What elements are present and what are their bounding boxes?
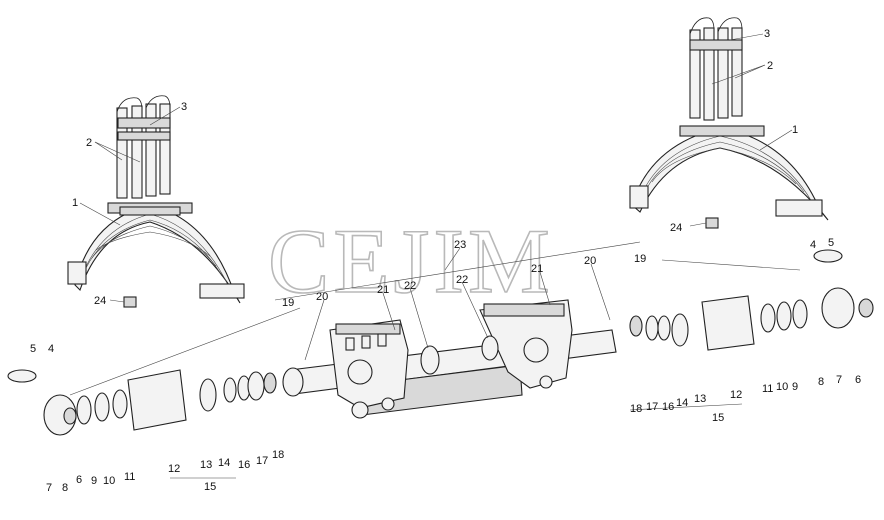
left-u-bolts	[116, 95, 171, 199]
label-7-right: 7	[836, 374, 842, 386]
left-spacer-24	[123, 296, 137, 308]
label-3-right: 3	[764, 28, 770, 40]
label-14-right: 14	[676, 397, 688, 409]
label-11-left: 11	[124, 471, 135, 483]
label-24-left: 24	[94, 295, 106, 307]
label-16-right: 16	[662, 401, 674, 413]
label-6-right: 6	[855, 374, 861, 386]
label-22-left: 22	[404, 280, 416, 292]
label-2-left: 2	[86, 137, 92, 149]
label-3-left: 3	[181, 101, 187, 113]
label-15-right: 15	[712, 412, 724, 424]
label-16-left: 16	[238, 459, 250, 471]
label-10-right: 10	[776, 381, 788, 393]
label-12-right: 12	[730, 389, 742, 401]
label-24-right: 24	[670, 222, 682, 234]
label-14-left: 14	[218, 457, 230, 469]
right-spacer-24	[705, 217, 719, 229]
label-8-right: 8	[818, 376, 824, 388]
left-leaf-spring	[67, 202, 245, 304]
label-13-right: 13	[694, 393, 706, 405]
callout-labels: 3 2 1 24 3 2 1 24 23 19 19 20 20 21 21 2…	[30, 28, 861, 494]
label-5-left: 5	[30, 343, 36, 355]
label-18-left: 18	[272, 449, 284, 461]
label-9-right: 9	[792, 381, 798, 393]
label-20-right: 20	[584, 255, 596, 267]
label-4-left: 4	[48, 343, 54, 355]
label-18-right: 18	[630, 403, 642, 415]
label-20-left: 20	[316, 291, 328, 303]
label-2-right: 2	[767, 60, 773, 72]
label-17-right: 17	[646, 401, 658, 413]
label-17-left: 17	[256, 455, 268, 467]
left-hub-parts	[7, 369, 277, 436]
label-6-left: 6	[76, 474, 82, 486]
label-12-left: 12	[168, 463, 180, 475]
label-7-left: 7	[46, 482, 52, 494]
label-1-left: 1	[72, 197, 78, 209]
label-21-right: 21	[531, 263, 543, 275]
label-13-left: 13	[200, 459, 212, 471]
leader-lines	[69, 33, 801, 479]
label-5-right: 5	[828, 237, 834, 249]
label-9-left: 9	[91, 475, 97, 487]
label-23: 23	[454, 239, 466, 251]
axle-assembly	[282, 299, 617, 419]
label-19-left: 19	[282, 297, 294, 309]
right-leaf-spring	[629, 125, 829, 221]
label-4-right: 4	[810, 239, 816, 251]
label-11-right: 11	[762, 383, 773, 395]
label-1-right: 1	[792, 124, 798, 136]
watermark: CEJIM	[268, 210, 554, 312]
label-8-left: 8	[62, 482, 68, 494]
label-15-left: 15	[204, 481, 216, 493]
label-10-left: 10	[103, 475, 115, 487]
right-u-bolts	[689, 17, 743, 121]
right-hub-parts	[629, 249, 874, 351]
label-21-left: 21	[377, 284, 389, 296]
label-19-right: 19	[634, 253, 646, 265]
label-22-right: 22	[456, 274, 468, 286]
